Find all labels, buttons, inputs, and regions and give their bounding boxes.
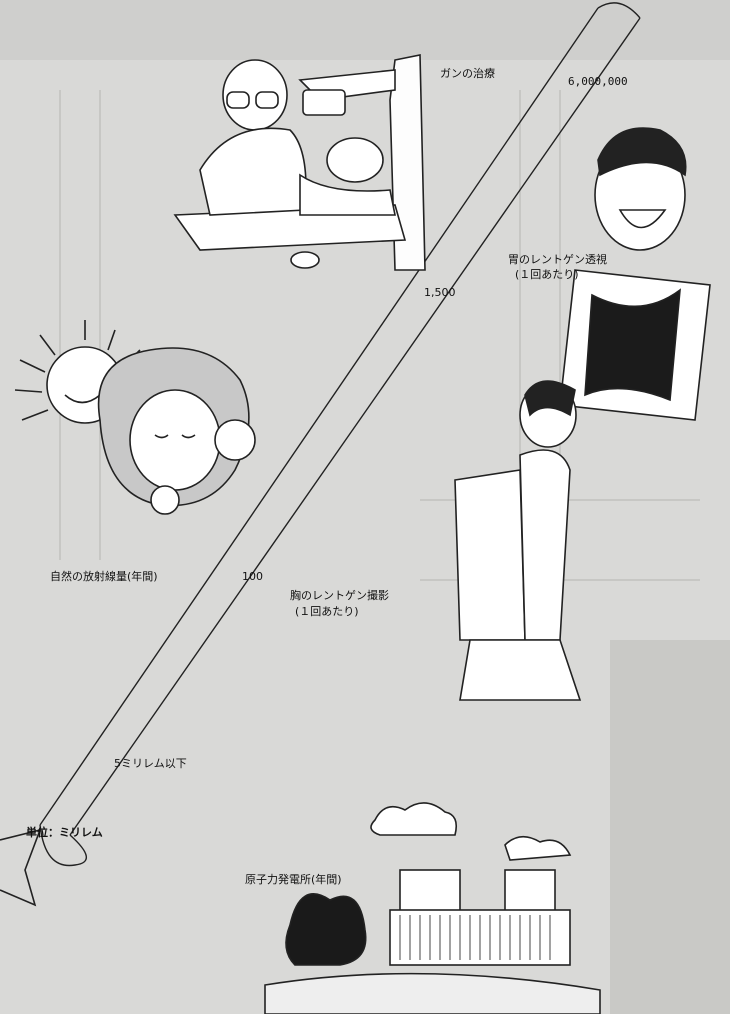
label-chest-xray: 胸のレントゲン撮影	[290, 589, 389, 602]
label-natural-radiation: 自然の放射線量(年間)	[50, 570, 158, 583]
label-nuclear-plant: 原子力発電所(年間)	[245, 873, 342, 886]
value-stomach-xray: 1,500	[424, 286, 456, 299]
curved-tube-scale	[39, 2, 641, 867]
woman-with-flowers-icon	[97, 347, 256, 515]
sublabel-stomach-xray: (１回あたり)	[515, 268, 579, 281]
label-cancer-treatment: ガンの治療	[440, 67, 495, 80]
partial-star-shape	[0, 828, 42, 907]
value-cancer-treatment: 6,000,000	[568, 75, 628, 88]
sublabel-chest-xray: (１回あたり)	[295, 605, 359, 618]
unit-label: 単位：ミリレム	[26, 826, 103, 839]
label-stomach-xray: 胃のレントゲン透視	[508, 253, 607, 266]
man-chest-xray-icon	[454, 380, 582, 701]
nuclear-plant-icon	[264, 802, 601, 1014]
value-nuclear-plant: 5ミリレム以下	[114, 757, 187, 770]
doctor-xray-machine-icon	[173, 54, 426, 271]
value-natural-radiation: 100	[242, 570, 263, 583]
man-holding-xray-icon	[559, 127, 711, 421]
